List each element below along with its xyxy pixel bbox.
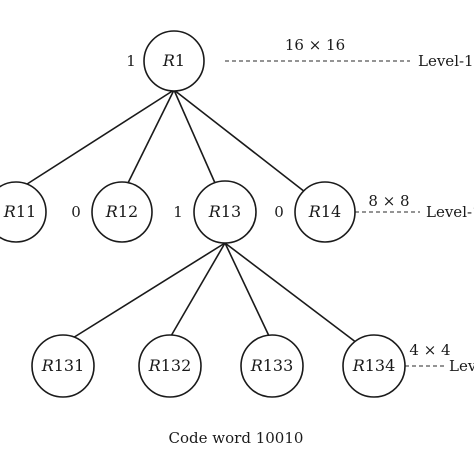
node-r131-label: R131 [41, 356, 85, 375]
level2-size: 8 × 8 [368, 192, 409, 210]
edge-r1-r14 [173, 89, 306, 193]
node-r12-label: R12 [105, 202, 138, 221]
bit-r13: 1 [173, 203, 183, 221]
node-r134-label: R134 [352, 356, 396, 375]
node-r11-label: R11 [3, 202, 36, 221]
node-r131: R131 [31, 334, 95, 398]
edge-r1-r12 [127, 89, 175, 184]
edge-r13-r134 [224, 242, 358, 344]
node-r13: R13 [193, 180, 257, 244]
edge-r1-r13 [173, 89, 216, 184]
node-r133: R133 [240, 334, 304, 398]
node-r134: R134 [342, 334, 406, 398]
level2-label: Level-1 [426, 203, 474, 221]
bit-r14: 0 [274, 203, 284, 221]
node-r132-label: R132 [148, 356, 192, 375]
node-r11: R11 [0, 181, 47, 243]
node-r14: R14 [294, 181, 356, 243]
node-r1-label: R1 [162, 51, 185, 70]
caption: Code word 10010 [169, 429, 304, 447]
edge-r13-r133 [224, 242, 270, 337]
node-r12: R12 [91, 181, 153, 243]
bit-r1: 1 [126, 52, 136, 70]
node-r13-label: R13 [208, 202, 241, 221]
edge-r13-r132 [170, 242, 226, 337]
node-r14-label: R14 [308, 202, 341, 221]
edge-r1-r11 [23, 89, 175, 187]
node-r1: R1 [143, 30, 205, 92]
bit-r12: 0 [71, 203, 81, 221]
level3-size: 4 × 4 [409, 341, 450, 359]
level1-label: Level-1 [418, 52, 474, 70]
node-r132: R132 [138, 334, 202, 398]
node-r133-label: R133 [250, 356, 294, 375]
level1-size: 16 × 16 [285, 36, 345, 54]
level3-label: Lev [449, 357, 474, 375]
edge-r13-r131 [67, 242, 226, 342]
edges [23, 89, 358, 344]
